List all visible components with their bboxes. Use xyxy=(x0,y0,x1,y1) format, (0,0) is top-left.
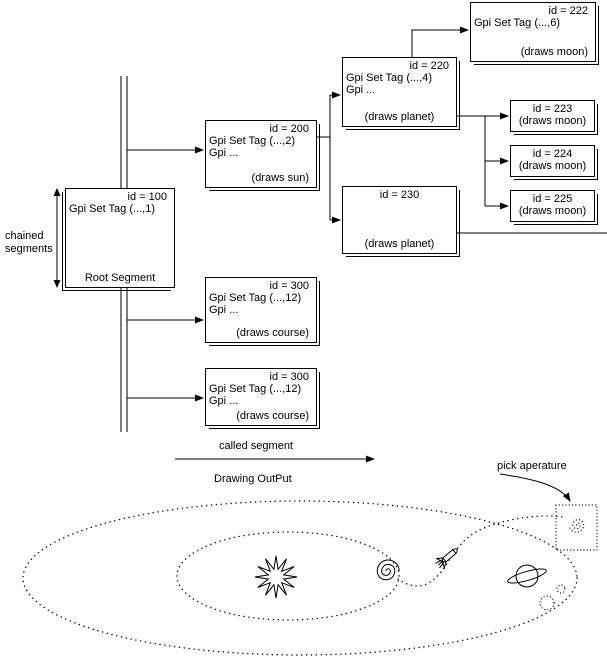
spacer xyxy=(206,316,316,327)
segment-gpi-label: Gpi ... xyxy=(209,147,239,159)
segment-draws-label: (draws moon) xyxy=(518,115,587,127)
trajectory-dotted-path xyxy=(397,515,563,587)
up-arrowhead-icon xyxy=(53,188,61,196)
rocket-exhaust xyxy=(437,560,444,566)
saturn-ring xyxy=(507,568,547,584)
rocket-fin xyxy=(441,561,447,570)
segment-id-label: id = 230 xyxy=(379,189,420,201)
saturn-icon xyxy=(507,564,547,588)
moon-dotted-circle xyxy=(556,584,566,594)
segment-gpi-label: Gpi ... xyxy=(346,84,376,96)
segment-draws-label: (draws planet) xyxy=(364,238,435,250)
segment-box-230: id = 230 (draws planet) xyxy=(342,186,460,257)
segment-id-label: id = 224 xyxy=(532,148,573,160)
segment-draws-label: (draws planet) xyxy=(364,111,435,123)
segment-gpi-label: Gpi ... xyxy=(209,304,239,316)
segment-gpi-label: Gpi ... xyxy=(209,395,239,407)
segment-box-223: id = 223 (draws moon) xyxy=(510,100,598,135)
segment-box-225: id = 225 (draws moon) xyxy=(510,190,598,225)
segment-draws-label: (draws course) xyxy=(236,410,309,422)
segment-id-label: id = 100 xyxy=(127,191,167,203)
rocket-fin xyxy=(435,557,444,563)
segment-box-224: id = 224 (draws moon) xyxy=(510,145,598,180)
segment-draws-label: (draws sun) xyxy=(251,172,309,184)
segment-draws-label: (draws course) xyxy=(236,327,309,339)
segment-draws-label: (draws moon) xyxy=(518,160,587,172)
saturn-body xyxy=(515,564,539,588)
arrow-to-222 xyxy=(411,26,469,57)
segment-tag-label: Gpi Set Tag (...,12) xyxy=(209,383,302,395)
segment-tag-label: Gpi Set Tag (...,2) xyxy=(209,135,296,147)
called-segment-label: called segment xyxy=(219,440,293,452)
segment-draws-label: (draws moon) xyxy=(520,46,588,58)
rocket-body xyxy=(442,548,457,563)
pick-aperture-box xyxy=(555,504,598,551)
inner-orbit-ellipse xyxy=(176,531,400,621)
rocket-exhaust xyxy=(435,559,443,564)
segment-id-label: id = 300 xyxy=(269,280,309,292)
segment-box-300-b: id = 300 Gpi Set Tag (...,12) Gpi ... (d… xyxy=(205,368,320,429)
segment-tag-label: Gpi Set Tag (...,1) xyxy=(69,203,156,215)
spacer xyxy=(206,159,316,172)
rocket-icon xyxy=(435,548,458,570)
segment-id-label: id = 300 xyxy=(269,371,309,383)
segment-box-220: id = 220 Gpi Set Tag (...,4) Gpi ... (dr… xyxy=(342,57,460,130)
segment-id-label: id = 200 xyxy=(269,123,309,135)
down-arrowhead-icon xyxy=(53,280,61,288)
rocket-exhaust xyxy=(439,561,445,569)
outer-orbit-ellipse xyxy=(22,500,578,656)
segment-tag-label: Gpi Set Tag (...,6) xyxy=(474,17,561,29)
drawing-output-label: Drawing OutPut xyxy=(214,473,292,485)
segment-draws-label: (draws moon) xyxy=(518,205,587,217)
segment-box-200: id = 200 Gpi Set Tag (...,2) Gpi ... (dr… xyxy=(205,120,320,191)
chained-segments-label: chained segments xyxy=(5,230,53,255)
drawing-output-scene xyxy=(22,500,598,656)
spacer xyxy=(471,29,595,46)
rocket-nose xyxy=(451,548,458,555)
spiral-icon xyxy=(376,559,400,581)
root-segment-name: Root Segment xyxy=(84,272,156,284)
segment-id-label: id = 222 xyxy=(548,5,588,17)
segment-box-100-root: id = 100 Gpi Set Tag (...,1) Root Segmen… xyxy=(62,188,175,291)
spacer xyxy=(66,215,174,272)
pick-aperture-label: pick aperature xyxy=(497,460,567,472)
segment-tag-label: Gpi Set Tag (...,12) xyxy=(209,292,302,304)
segment-tag-label: Gpi Set Tag (...,4) xyxy=(346,72,433,84)
pick-box-spiral-icon xyxy=(568,519,585,533)
segment-box-300-a: id = 300 Gpi Set Tag (...,12) Gpi ... (d… xyxy=(205,277,320,346)
moon-dotted-circle xyxy=(539,595,555,611)
spacer xyxy=(343,96,456,111)
segment-id-label: id = 220 xyxy=(409,60,449,72)
segment-id-label: id = 225 xyxy=(532,193,573,205)
spacer xyxy=(343,201,456,238)
segment-id-label: id = 223 xyxy=(532,103,573,115)
segment-box-222: id = 222 Gpi Set Tag (...,6) (draws moon… xyxy=(470,2,599,65)
pick-aperture-pointer-arrow xyxy=(499,473,571,502)
sun-icon xyxy=(254,555,298,599)
